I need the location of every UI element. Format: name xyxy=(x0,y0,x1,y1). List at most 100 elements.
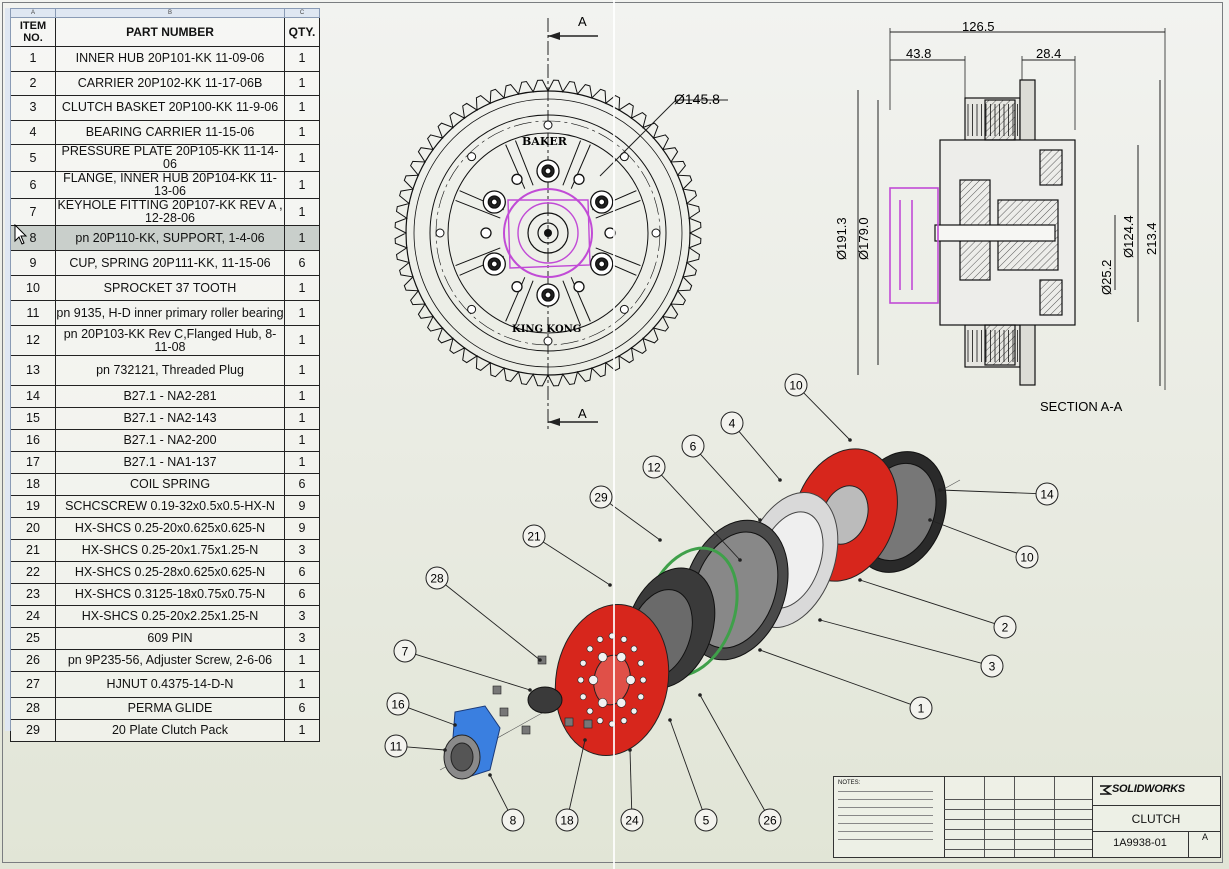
bom-item-number[interactable]: 13 xyxy=(10,355,56,386)
bom-qty[interactable]: 1 xyxy=(284,95,320,121)
bom-qty[interactable]: 1 xyxy=(284,407,320,430)
bom-part-number[interactable]: B27.1 - NA2-281 xyxy=(55,385,285,408)
bom-part-number[interactable]: COIL SPRING xyxy=(55,473,285,496)
bom-part-number[interactable]: B27.1 - NA2-200 xyxy=(55,429,285,452)
bom-item-number[interactable]: 11 xyxy=(10,300,56,326)
bom-qty[interactable]: 1 xyxy=(284,355,320,386)
bom-item-number[interactable]: 26 xyxy=(10,649,56,672)
bom-qty[interactable]: 1 xyxy=(284,198,320,226)
exploded-view[interactable] xyxy=(439,434,962,780)
bom-item-number[interactable]: 10 xyxy=(10,275,56,301)
bom-qty[interactable]: 1 xyxy=(284,300,320,326)
bom-item-number[interactable]: 18 xyxy=(10,473,56,496)
drawing-title[interactable]: CLUTCH xyxy=(1092,805,1220,826)
bom-qty[interactable]: 1 xyxy=(284,671,320,698)
bom-qty[interactable]: 1 xyxy=(284,171,320,199)
bom-item-number[interactable]: 22 xyxy=(10,561,56,584)
balloon-callout[interactable]: 2 xyxy=(858,578,1017,639)
bom-qty[interactable]: 1 xyxy=(284,429,320,452)
column-letter-c[interactable]: C xyxy=(284,8,320,18)
bom-item-number[interactable]: 28 xyxy=(10,697,56,720)
balloon-callout[interactable]: 21 xyxy=(522,524,612,587)
bom-item-number[interactable]: 1 xyxy=(10,46,56,72)
bom-item-number[interactable]: 7 xyxy=(10,198,56,226)
bom-part-number[interactable]: CLUTCH BASKET 20P100-KK 11-9-06 xyxy=(55,95,285,121)
balloon-callout[interactable]: 10 xyxy=(784,373,852,442)
bom-part-number[interactable]: pn 20P103-KK Rev C,Flanged Hub, 8-11-08 xyxy=(55,325,285,356)
bom-part-number[interactable]: PRESSURE PLATE 20P105-KK 11-14-06 xyxy=(55,144,285,172)
bom-qty[interactable]: 1 xyxy=(284,144,320,172)
balloon-callout[interactable]: 4 xyxy=(720,411,782,482)
dim-height[interactable]: 213.4 xyxy=(1144,222,1159,255)
front-view[interactable]: A A BAKER KING KONG Ø145.8 xyxy=(394,14,728,430)
bom-part-number[interactable]: pn 9135, H-D inner primary roller bearin… xyxy=(55,300,285,326)
bom-item-number[interactable]: 15 xyxy=(10,407,56,430)
dim-dia-inner[interactable]: Ø179.0 xyxy=(856,217,871,260)
bom-item-number[interactable]: 5 xyxy=(10,144,56,172)
bom-item-number[interactable]: 25 xyxy=(10,627,56,650)
bom-qty[interactable]: 9 xyxy=(284,517,320,540)
bom-part-number[interactable]: INNER HUB 20P101-KK 11-09-06 xyxy=(55,46,285,72)
balloon-callout[interactable]: 24 xyxy=(620,748,644,832)
bom-item-number[interactable]: 21 xyxy=(10,539,56,562)
bom-part-number[interactable]: HX-SHCS 0.25-28x0.625x0.625-N xyxy=(55,561,285,584)
bom-item-number[interactable]: 24 xyxy=(10,605,56,628)
dim-dia-hub[interactable]: Ø124.4 xyxy=(1121,215,1136,258)
balloon-callout[interactable]: 3 xyxy=(818,618,1004,678)
title-block[interactable]: NOTES: SOLIDWORKS CLUTCH 1A9938-01 A xyxy=(833,776,1221,858)
drawing-canvas[interactable]: A A BAKER KING KONG Ø145.8 126.5 4 xyxy=(320,0,1225,869)
bom-part-number[interactable]: PERMA GLIDE xyxy=(55,697,285,720)
bom-item-number[interactable]: 3 xyxy=(10,95,56,121)
bom-qty[interactable]: 1 xyxy=(284,649,320,672)
dim-dia-outer[interactable]: Ø191.3 xyxy=(834,217,849,260)
bom-part-number[interactable]: BEARING CARRIER 11-15-06 xyxy=(55,119,285,145)
bom-item-number[interactable]: 17 xyxy=(10,451,56,474)
bom-part-number[interactable]: pn 732121, Threaded Plug xyxy=(55,355,285,386)
balloon-callout[interactable]: 28 xyxy=(425,566,542,662)
bom-qty[interactable]: 3 xyxy=(284,605,320,628)
bom-part-number[interactable]: HX-SHCS 0.3125-18x0.75x0.75-N xyxy=(55,583,285,606)
column-letter-a[interactable]: A xyxy=(10,8,56,18)
bom-item-number[interactable]: 16 xyxy=(10,429,56,452)
bom-qty[interactable]: 3 xyxy=(284,627,320,650)
bom-item-number[interactable]: 20 xyxy=(10,517,56,540)
balloon-callout[interactable]: 26 xyxy=(698,693,782,832)
bom-part-number[interactable]: B27.1 - NA1-137 xyxy=(55,451,285,474)
balloon-callout[interactable]: 7 xyxy=(393,639,532,692)
balloon-callout[interactable]: 11 xyxy=(384,734,447,758)
balloon-callout[interactable]: 10 xyxy=(928,518,1039,569)
bom-part-number[interactable]: B27.1 - NA2-143 xyxy=(55,407,285,430)
bom-qty[interactable]: 1 xyxy=(284,325,320,356)
revision[interactable]: A xyxy=(1188,831,1221,858)
bom-part-number[interactable]: SPROCKET 37 TOOTH xyxy=(55,275,285,301)
dim-right-width[interactable]: 28.4 xyxy=(1036,46,1061,61)
bom-part-number[interactable]: pn 9P235-56, Adjuster Screw, 2-6-06 xyxy=(55,649,285,672)
dim-left-width[interactable]: 43.8 xyxy=(906,46,931,61)
bom-part-number[interactable]: FLANGE, INNER HUB 20P104-KK 11-13-06 xyxy=(55,171,285,199)
bom-part-number[interactable]: 20 Plate Clutch Pack xyxy=(55,719,285,742)
bom-qty[interactable]: 6 xyxy=(284,473,320,496)
bom-qty[interactable]: 1 xyxy=(284,46,320,72)
bom-part-number[interactable]: pn 20P110-KK, SUPPORT, 1-4-06 xyxy=(55,225,285,251)
bom-qty[interactable]: 1 xyxy=(284,719,320,742)
bom-item-number[interactable]: 23 xyxy=(10,583,56,606)
bom-qty[interactable]: 1 xyxy=(284,225,320,251)
bom-part-number[interactable]: KEYHOLE FITTING 20P107-KK REV A , 12-28-… xyxy=(55,198,285,226)
